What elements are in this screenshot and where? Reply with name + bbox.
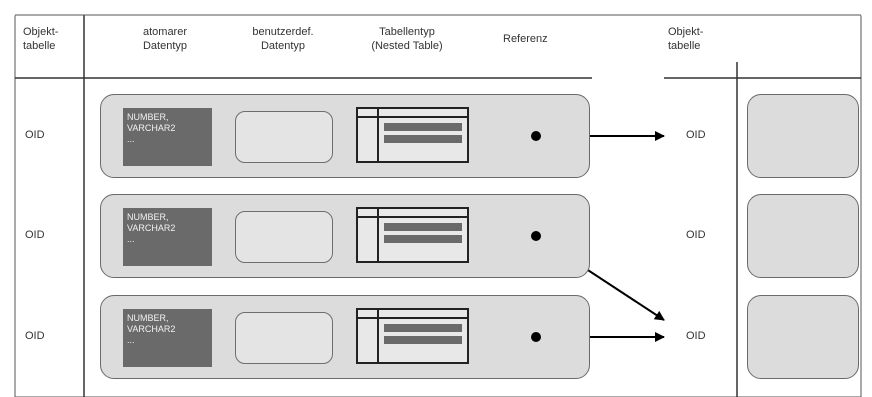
reference-dot: [531, 332, 541, 342]
target-oid: OID: [686, 129, 706, 141]
object-row: NUMBER, VARCHAR2 ...: [100, 295, 590, 379]
target-oid: OID: [686, 330, 706, 342]
atomic-datatype-box: NUMBER, VARCHAR2 ...: [123, 208, 212, 266]
header-benutzerdef-datentyp: benutzerdef. Datentyp: [252, 26, 314, 52]
row-oid: OID: [25, 330, 45, 342]
top-mask: [0, 0, 872, 16]
target-object-box: [747, 194, 859, 278]
header-objekttabelle-left: Objekt- tabelle: [23, 26, 59, 52]
row-oid: OID: [25, 229, 45, 241]
nested-table-icon: [356, 308, 469, 364]
reference-dot: [531, 131, 541, 141]
atomic-datatype-box: NUMBER, VARCHAR2 ...: [123, 309, 212, 367]
target-oid: OID: [686, 229, 706, 241]
nested-table-icon: [356, 207, 469, 263]
reference-dot: [531, 231, 541, 241]
header-referenz: Referenz: [503, 33, 548, 45]
object-row: NUMBER, VARCHAR2 ...: [100, 194, 590, 278]
user-defined-datatype-box: [235, 211, 333, 263]
object-row: NUMBER, VARCHAR2 ...: [100, 94, 590, 178]
header-objekttabelle-right: Objekt- tabelle: [668, 26, 704, 52]
atomic-datatype-box: NUMBER, VARCHAR2 ...: [123, 108, 212, 166]
user-defined-datatype-box: [235, 312, 333, 364]
target-object-box: [747, 94, 859, 178]
header-tabellentyp: Tabellentyp (Nested Table): [371, 26, 443, 52]
header-atomarer-datentyp: atomarer Datentyp: [142, 26, 188, 52]
row-oid: OID: [25, 129, 45, 141]
user-defined-datatype-box: [235, 111, 333, 163]
nested-table-icon: [356, 107, 469, 163]
target-object-box: [747, 295, 859, 379]
